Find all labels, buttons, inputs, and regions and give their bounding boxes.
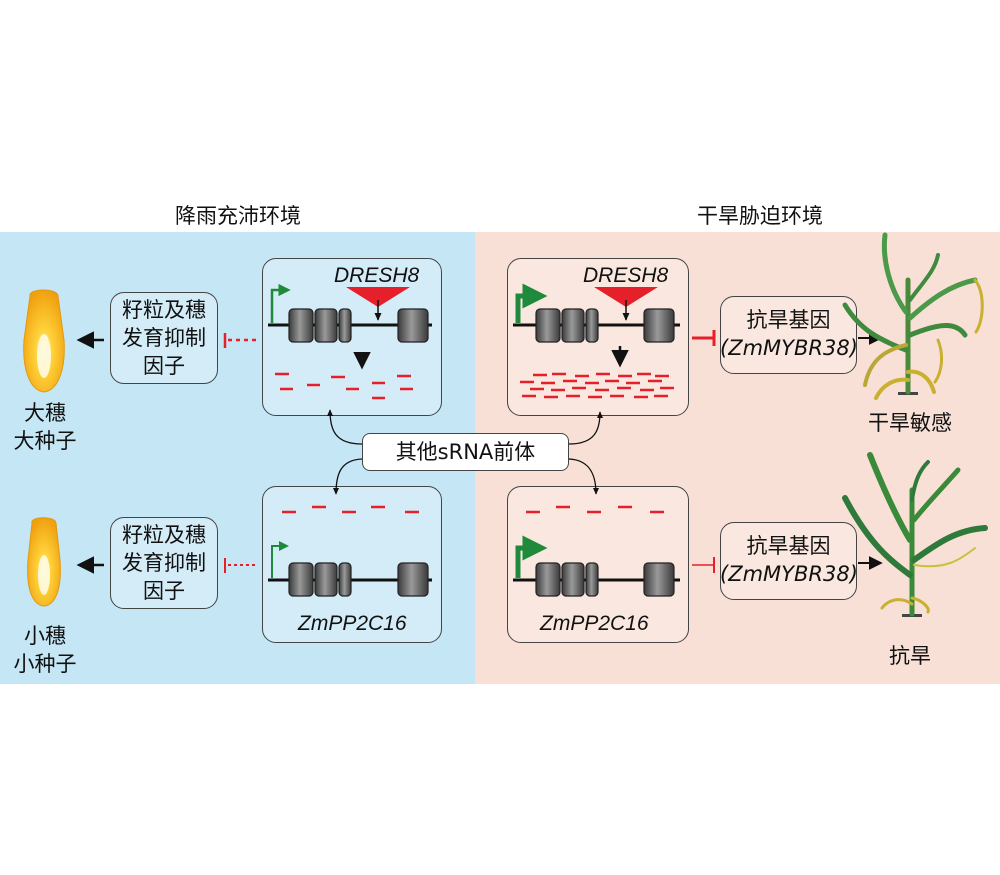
wilted-maize-icon — [842, 232, 984, 400]
resist-bottom-line1: 抗旱基因 — [746, 534, 831, 558]
left-section-title: 降雨充沛环境 — [175, 204, 301, 228]
small-kernel-icon — [27, 517, 61, 607]
resist-top-line1: 抗旱基因 — [746, 308, 831, 332]
gene-label-zmpp2c16-left: ZmPP2C16 — [298, 612, 407, 635]
resist-top-line2: (ZmMYBR38) — [720, 336, 858, 360]
gene-label-zmpp2c16-right: ZmPP2C16 — [540, 612, 649, 635]
inhibitor-bottom-line1: 籽粒及穗 — [122, 523, 206, 547]
sirna-sparse-left — [275, 372, 413, 400]
precursor-arrows — [326, 409, 604, 495]
inhibition-right-bottom — [692, 557, 715, 573]
inhibition-line-top — [223, 333, 257, 348]
inhibitor-top-line2: 发育抑制 — [122, 326, 206, 350]
precursor-box — [362, 433, 569, 471]
sirna-row-right-bottom — [526, 505, 664, 514]
right-section-title: 干旱胁迫环境 — [697, 204, 823, 228]
precursor-label: 其他sRNA前体 — [395, 440, 536, 464]
inhibition-line-bottom — [224, 558, 257, 573]
inhibitor-bottom-line3: 因子 — [143, 579, 185, 603]
drought-resistant-label: 抗旱 — [889, 644, 931, 668]
resist-box-top — [720, 296, 857, 374]
gene-structure-left-top — [268, 283, 432, 400]
inhibitor-box-top — [110, 292, 218, 384]
inhibitor-box-bottom — [110, 517, 218, 609]
healthy-maize-icon — [842, 452, 988, 617]
large-seed-label: 大种子 — [13, 429, 77, 453]
sirna-dense-right — [520, 372, 674, 399]
gene-structure-right-top — [513, 283, 680, 399]
inhibitor-top-line3: 因子 — [143, 354, 185, 378]
resist-box-bottom — [720, 522, 857, 600]
small-ear-label: 小穗 — [24, 624, 66, 648]
inhibition-right-top — [692, 330, 716, 346]
gene-label-dresh8-right: DRESH8 — [583, 264, 669, 287]
drought-sensitive-label: 干旱敏感 — [868, 411, 952, 435]
large-ear-label: 大穗 — [24, 401, 66, 425]
small-seed-label: 小种子 — [13, 652, 77, 676]
inhibitor-bottom-line2: 发育抑制 — [122, 551, 206, 575]
gene-label-dresh8-left: DRESH8 — [334, 264, 420, 287]
large-kernel-icon — [23, 289, 65, 393]
inhibitor-top-line1: 籽粒及穗 — [122, 298, 206, 322]
gene-structure-left-bottom — [268, 505, 432, 597]
gene-structure-right-bottom — [513, 505, 680, 597]
resist-bottom-line2: (ZmMYBR38) — [720, 562, 858, 586]
sirna-row-left-bottom — [282, 505, 419, 514]
